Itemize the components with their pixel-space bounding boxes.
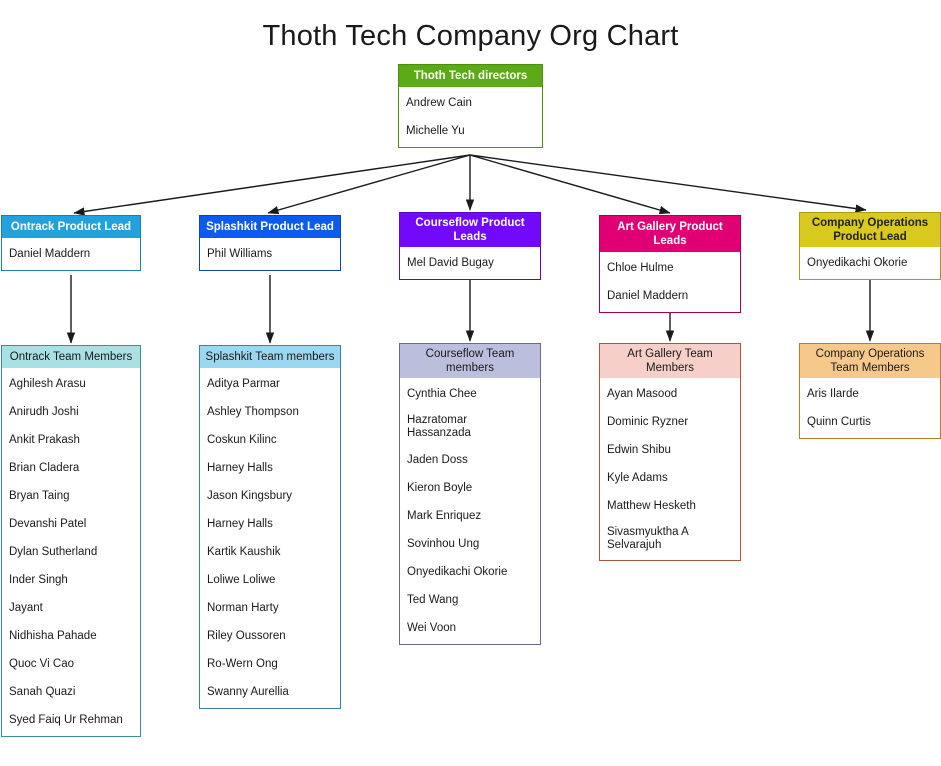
- node-header-ontrack-team: Ontrack Team Members: [2, 346, 140, 368]
- node-body-artgallery-lead: Chloe Hulme Daniel Maddern: [600, 252, 740, 312]
- list-item: Hazratomar Hassanzada: [407, 414, 471, 439]
- node-ontrack-product-lead[interactable]: Ontrack Product Lead Daniel Maddern: [1, 215, 141, 271]
- list-item: Sovinhou Ung: [407, 538, 480, 550]
- node-header-courseflow-team: Courseflow Team members: [400, 344, 540, 378]
- list-item: Bryan Taing: [9, 490, 70, 502]
- list-item: Inder Singh: [9, 574, 68, 586]
- list-item: Loliwe Loliwe: [207, 574, 276, 586]
- list-item: Quinn Curtis: [807, 416, 871, 428]
- list-item: Kartik Kaushik: [207, 546, 281, 558]
- node-header-companyops-lead: Company Operations Product Lead: [800, 213, 940, 247]
- list-item: Daniel Maddern: [9, 248, 91, 260]
- node-header-ontrack-lead: Ontrack Product Lead: [2, 216, 140, 238]
- list-item: Sivasmyuktha A Selvarajuh: [607, 526, 689, 551]
- list-item: Riley Oussoren: [207, 630, 286, 642]
- node-company-operations-product-lead[interactable]: Company Operations Product Lead Onyedika…: [799, 212, 941, 280]
- list-item: Jaden Doss: [407, 454, 468, 466]
- edge-root-to-splashkit-lead: [267, 154, 471, 215]
- list-item: Onyedikachi Okorie: [807, 257, 908, 269]
- list-item: Phil Williams: [207, 248, 273, 260]
- list-item: Ayan Masood: [607, 388, 678, 400]
- list-item: Dominic Ryzner: [607, 416, 689, 428]
- node-header-root: Thoth Tech directors: [399, 65, 542, 87]
- list-item: Norman Harty: [207, 602, 279, 614]
- list-item: Ashley Thompson: [207, 406, 299, 418]
- node-art-gallery-product-leads[interactable]: Art Gallery Product Leads Chloe Hulme Da…: [599, 215, 741, 313]
- list-item: Edwin Shibu: [607, 444, 671, 456]
- list-item: Sanah Quazi: [9, 686, 76, 698]
- node-body-splashkit-lead: Phil Williams: [200, 238, 340, 270]
- list-item: Anirudh Joshi: [9, 406, 79, 418]
- edge-root-to-artgallery-lead: [469, 154, 671, 215]
- list-item: Harney Halls: [207, 462, 273, 474]
- list-item: Kyle Adams: [607, 472, 668, 484]
- list-item: Daniel Maddern: [607, 290, 689, 302]
- list-item: Onyedikachi Okorie: [407, 566, 508, 578]
- list-item: Aditya Parmar: [207, 378, 280, 390]
- node-body-root: Andrew Cain Michelle Yu: [399, 87, 542, 147]
- list-item: Jayant: [9, 602, 43, 614]
- page-title: Thoth Tech Company Org Chart: [262, 20, 679, 52]
- list-item: Jason Kingsbury: [207, 490, 293, 502]
- edge-root-to-ontrack-lead: [73, 154, 471, 216]
- node-courseflow-product-leads[interactable]: Courseflow Product Leads Mel David Bugay: [399, 212, 541, 280]
- list-item: Nidhisha Pahade: [9, 630, 97, 642]
- list-item: Quoc Vi Cao: [9, 658, 74, 670]
- node-thoth-tech-directors[interactable]: Thoth Tech directors Andrew Cain Michell…: [398, 64, 543, 148]
- list-item: Mark Enriquez: [407, 510, 482, 522]
- node-body-companyops-lead: Onyedikachi Okorie: [800, 247, 940, 279]
- list-item: Aris Ilarde: [807, 388, 859, 400]
- list-item: Kieron Boyle: [407, 482, 473, 494]
- node-header-artgallery-team: Art Gallery Team Members: [600, 344, 740, 378]
- list-item: Syed Faiq Ur Rehman: [9, 714, 123, 726]
- node-company-operations-team-members[interactable]: Company Operations Team Members Aris Ila…: [799, 343, 941, 439]
- node-header-splashkit-lead: Splashkit Product Lead: [200, 216, 340, 238]
- list-item: Harney Halls: [207, 518, 273, 530]
- list-item: Ro-Wern Ong: [207, 658, 278, 670]
- list-item: Swanny Aurellia: [207, 686, 289, 698]
- list-item: Brian Cladera: [9, 462, 80, 474]
- edge-root-to-companyops-lead: [469, 154, 867, 213]
- list-item: Andrew Cain: [406, 97, 472, 109]
- node-body-ontrack-lead: Daniel Maddern: [2, 238, 140, 270]
- list-item: Mel David Bugay: [407, 257, 494, 269]
- list-item: Coskun Kilinc: [207, 434, 277, 446]
- list-item: Ted Wang: [407, 594, 459, 606]
- list-item: Michelle Yu: [406, 125, 465, 137]
- list-item: Matthew Hesketh: [607, 500, 696, 512]
- list-item: Ankit Prakash: [9, 434, 80, 446]
- list-item: Wei Voon: [407, 622, 457, 634]
- node-header-artgallery-lead: Art Gallery Product Leads: [600, 216, 740, 252]
- list-item: Chloe Hulme: [607, 262, 674, 274]
- list-item: Devanshi Patel: [9, 518, 87, 530]
- node-header-splashkit-team: Splashkit Team members: [200, 346, 340, 368]
- node-header-courseflow-lead: Courseflow Product Leads: [400, 213, 540, 247]
- node-splashkit-product-lead[interactable]: Splashkit Product Lead Phil Williams: [199, 215, 341, 271]
- node-header-companyops-team: Company Operations Team Members: [800, 344, 940, 378]
- node-body-courseflow-lead: Mel David Bugay: [400, 247, 540, 279]
- list-item: Cynthia Chee: [407, 388, 477, 400]
- list-item: Dylan Sutherland: [9, 546, 98, 558]
- list-item: Aghilesh Arasu: [9, 378, 86, 390]
